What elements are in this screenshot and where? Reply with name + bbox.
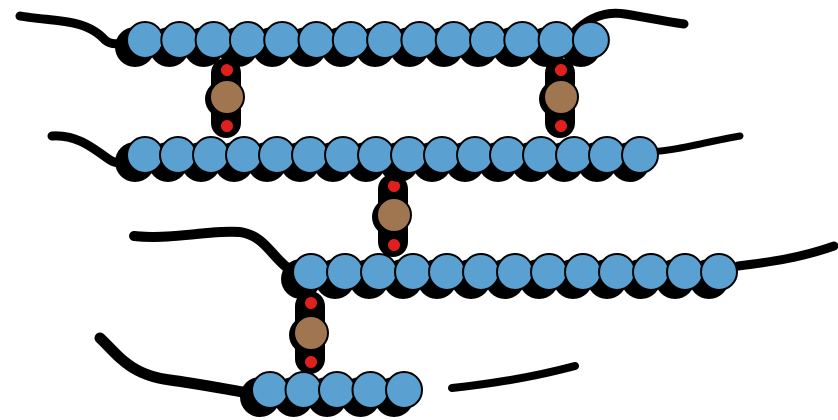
chain-3-bead: [292, 253, 330, 291]
chain-1-bead: [400, 21, 439, 59]
chain-2-tail-2: [646, 132, 744, 156]
chain-3-bead: [666, 253, 704, 291]
chain-2-bead: [489, 136, 527, 174]
chain-2-bead: [225, 136, 263, 174]
chain-1-bead: [194, 21, 233, 59]
chain-4-tail-1: [94, 332, 261, 400]
chain-4-bead: [284, 371, 323, 409]
chain-1-bead: [331, 21, 370, 59]
chain-1-bead: [366, 21, 405, 59]
chain-1-bead: [503, 21, 542, 59]
chain-1-bead: [126, 21, 164, 59]
chain-2-bead: [423, 136, 461, 174]
chain-4-bead: [318, 371, 356, 409]
chain-tails: [15, 8, 838, 400]
chain-1-bead: [571, 21, 610, 59]
crosslink-2-dot-bottom: [553, 118, 569, 134]
crosslink-1-dot-bottom: [219, 118, 235, 134]
chain-3-bead: [700, 253, 738, 291]
chain-3-bead: [632, 253, 670, 291]
chain-3-tail-1: [129, 226, 295, 275]
chain-1-tail-1: [15, 11, 135, 49]
chain-3-bead: [394, 253, 432, 291]
chain-2-bead: [159, 136, 197, 174]
crosslink-2-dot-top: [553, 62, 569, 78]
crosslinks: [205, 58, 579, 374]
chain-2-bead: [555, 136, 593, 174]
chain-2-bead: [291, 136, 329, 174]
chain-3-bead: [530, 253, 568, 291]
crosslink-4-dot-bottom: [303, 354, 319, 370]
chain-3-bead: [326, 253, 364, 291]
chain-3-bead: [598, 253, 636, 291]
chain-3-tail-2: [733, 241, 838, 271]
chain-2-bead: [390, 136, 428, 174]
chain-2-bead: [588, 136, 626, 174]
chain-1-bead: [434, 21, 473, 59]
chain-2-bead: [456, 136, 494, 174]
chain-2-bead: [357, 136, 395, 174]
chain-4-bead: [351, 371, 390, 409]
crosslink-3-node: [376, 197, 412, 233]
chain-4-bead: [385, 371, 423, 409]
crosslink-3-dot-bottom: [386, 237, 402, 253]
crosslink-4-node: [293, 315, 329, 351]
chain-1-bead: [297, 21, 336, 59]
chain-4-tail-2: [448, 362, 579, 392]
chain-2-bead: [258, 136, 296, 174]
chain-3-bead: [360, 253, 398, 291]
chain-1-bead: [228, 21, 267, 59]
crosslink-1-node: [209, 79, 245, 115]
chain-3-bead: [564, 253, 602, 291]
chain-3-bead: [496, 253, 534, 291]
chain-1-bead: [469, 21, 507, 59]
chain-2-bead: [192, 136, 230, 174]
chain-1-bead: [160, 21, 199, 59]
chain-2-bead: [621, 136, 659, 174]
chain-2-bead: [522, 136, 560, 174]
chain-2-bead: [126, 136, 164, 174]
chain-beads: [115, 21, 738, 417]
chain-1-bead: [263, 21, 302, 59]
chain-4-bead: [251, 371, 289, 409]
chain-3-bead: [428, 253, 466, 291]
chain-3-bead: [462, 253, 500, 291]
chain-1-bead: [537, 21, 576, 59]
crosslink-2-node: [543, 79, 579, 115]
chain-2-bead: [324, 136, 362, 174]
